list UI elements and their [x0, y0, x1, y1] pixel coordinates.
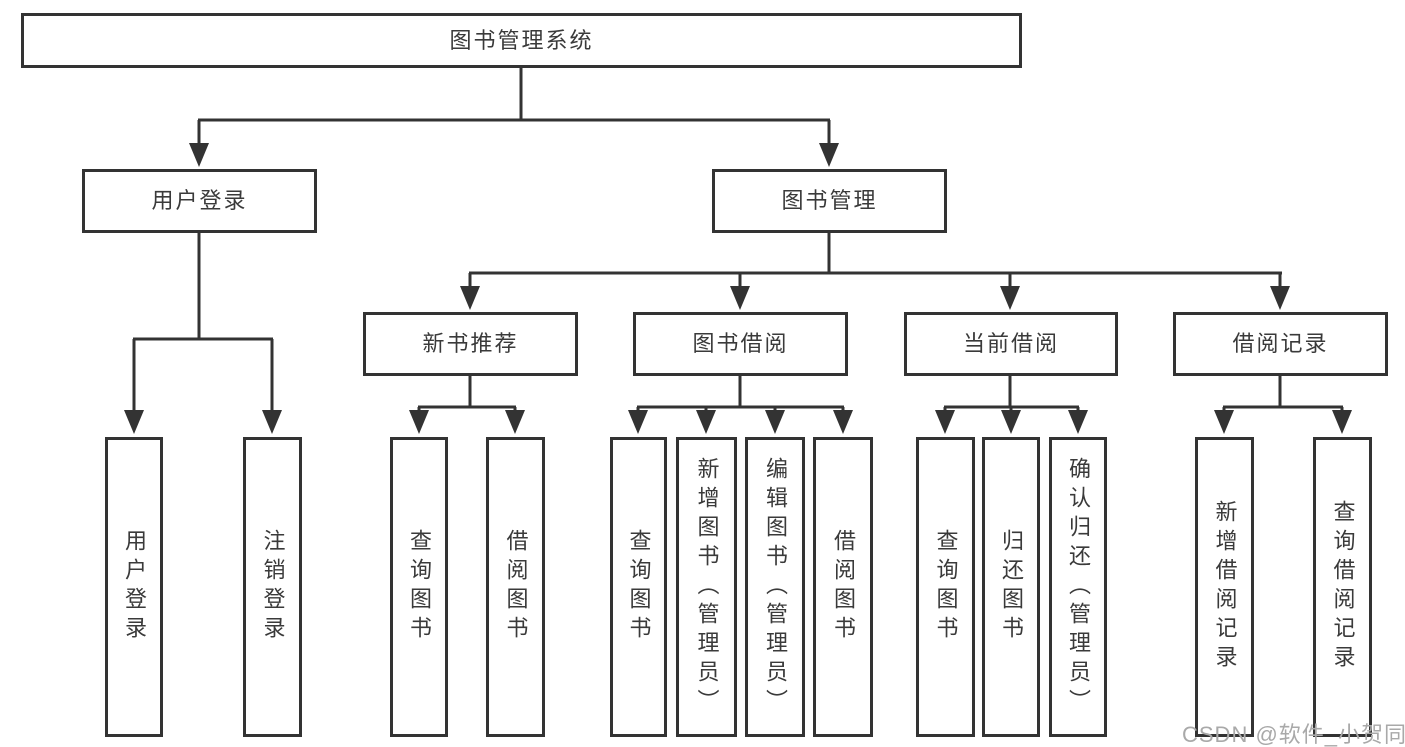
arrow-icon: [1001, 410, 1021, 434]
connector-borrow-records: [1222, 376, 1344, 412]
node-book-borrow: 图书借阅: [633, 312, 848, 376]
node-root: 图书管理系统: [21, 13, 1022, 68]
leaf-add-book-admin: 新增图书（管理员）: [676, 437, 737, 737]
arrow-icon: [833, 410, 853, 434]
node-borrow-records: 借阅记录: [1173, 312, 1388, 376]
connector-user-login: [132, 233, 274, 412]
arrow-icon: [189, 143, 209, 167]
connector-current-borrow: [943, 376, 1080, 412]
arrow-icon: [1332, 410, 1352, 434]
leaf-return-book: 归还图书: [982, 437, 1040, 737]
arrow-icon: [628, 410, 648, 434]
csdn-watermark: CSDN @软件_小贺同学: [1182, 722, 1405, 747]
connector-new-book-recommend: [417, 376, 517, 412]
leaf-edit-book-admin: 编辑图书（管理员）: [745, 437, 805, 737]
leaf-confirm-return-admin: 确认归还（管理员）: [1049, 437, 1107, 737]
arrow-icon: [1214, 410, 1234, 434]
leaf-add-borrow-record: 新增借阅记录: [1195, 437, 1254, 737]
arrow-icon: [460, 286, 480, 310]
arrowheads: [124, 143, 1352, 434]
connector-book-borrow: [636, 376, 845, 412]
arrow-icon: [1270, 286, 1290, 310]
arrow-icon: [409, 410, 429, 434]
leaf-logout-login: 注销登录: [243, 437, 302, 737]
connector-book-mgmt: [468, 233, 1282, 289]
arrow-icon: [935, 410, 955, 434]
node-current-borrow: 当前借阅: [904, 312, 1118, 376]
leaf-user-login: 用户登录: [105, 437, 163, 737]
arrow-icon: [1068, 410, 1088, 434]
leaf-borrow-query-book: 查询图书: [610, 437, 667, 737]
arrow-icon: [1000, 286, 1020, 310]
leaf-current-query-book: 查询图书: [916, 437, 975, 737]
leaf-recommend-query-book: 查询图书: [390, 437, 448, 737]
node-book-mgmt: 图书管理: [712, 169, 947, 233]
node-new-book-recommend: 新书推荐: [363, 312, 578, 376]
arrow-icon: [819, 143, 839, 167]
arrow-icon: [696, 410, 716, 434]
arrow-icon: [765, 410, 785, 434]
leaf-query-borrow-record: 查询借阅记录: [1313, 437, 1372, 737]
connector-root: [197, 67, 831, 146]
arrow-icon: [124, 410, 144, 434]
node-user-login: 用户登录: [82, 169, 317, 233]
leaf-borrow-book: 借阅图书: [813, 437, 873, 737]
arrow-icon: [730, 286, 750, 310]
arrow-icon: [505, 410, 525, 434]
arrow-icon: [262, 410, 282, 434]
leaf-recommend-borrow-book: 借阅图书: [486, 437, 545, 737]
